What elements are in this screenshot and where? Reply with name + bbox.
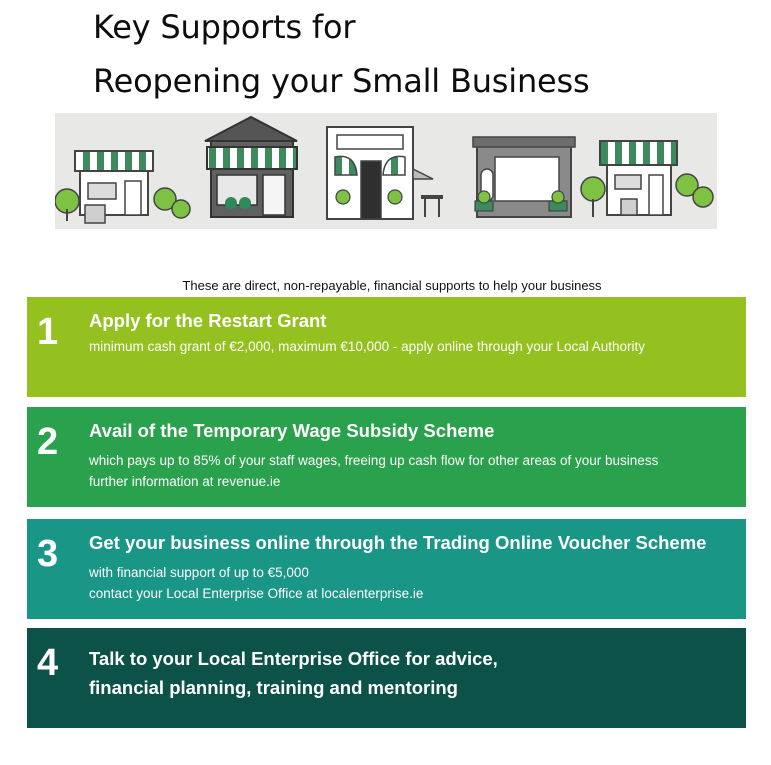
shop-icon-4 [472, 136, 576, 218]
step-number: 2 [37, 421, 59, 463]
step-detail: with financial support of up to €5,000 [89, 565, 309, 580]
page-title-line-2: Reopening your Small Business [93, 62, 590, 100]
step-heading: Get your business online through the Tra… [89, 532, 707, 553]
intro-text: These are direct, non-repayable, financi… [182, 278, 602, 293]
shopfronts-illustration [55, 113, 717, 229]
shop-icon-3 [326, 126, 443, 220]
step-number: 1 [37, 311, 59, 353]
step-detail-link: further information at revenue.ie [89, 474, 281, 489]
step-trading-online-voucher: 3 Get your business online through the T… [27, 519, 746, 619]
step-local-enterprise-office: 4 Talk to your Local Enterprise Office f… [27, 628, 746, 728]
step-heading: Avail of the Temporary Wage Subsidy Sche… [89, 420, 495, 441]
page-title-line-1: Key Supports for [93, 8, 356, 46]
step-restart-grant: 1 Apply for the Restart Grant minimum ca… [27, 297, 746, 397]
shop-icon-1 [55, 150, 191, 224]
shop-icon-5 [580, 140, 714, 217]
step-heading-line: financial planning, training and mentori… [89, 677, 458, 698]
step-detail: minimum cash grant of €2,000, maximum €1… [89, 339, 646, 354]
step-wage-subsidy: 2 Avail of the Temporary Wage Subsidy Sc… [27, 407, 746, 507]
step-heading: Talk to your Local Enterprise Office for… [89, 644, 498, 702]
step-heading: Apply for the Restart Grant [89, 310, 327, 331]
step-detail-link: contact your Local Enterprise Office at … [89, 586, 424, 601]
step-detail: which pays up to 85% of your staff wages… [89, 453, 659, 468]
step-heading-line: Talk to your Local Enterprise Office for… [89, 648, 498, 669]
step-number: 4 [37, 642, 59, 684]
shop-icon-2 [204, 115, 298, 218]
step-number: 3 [37, 533, 59, 575]
